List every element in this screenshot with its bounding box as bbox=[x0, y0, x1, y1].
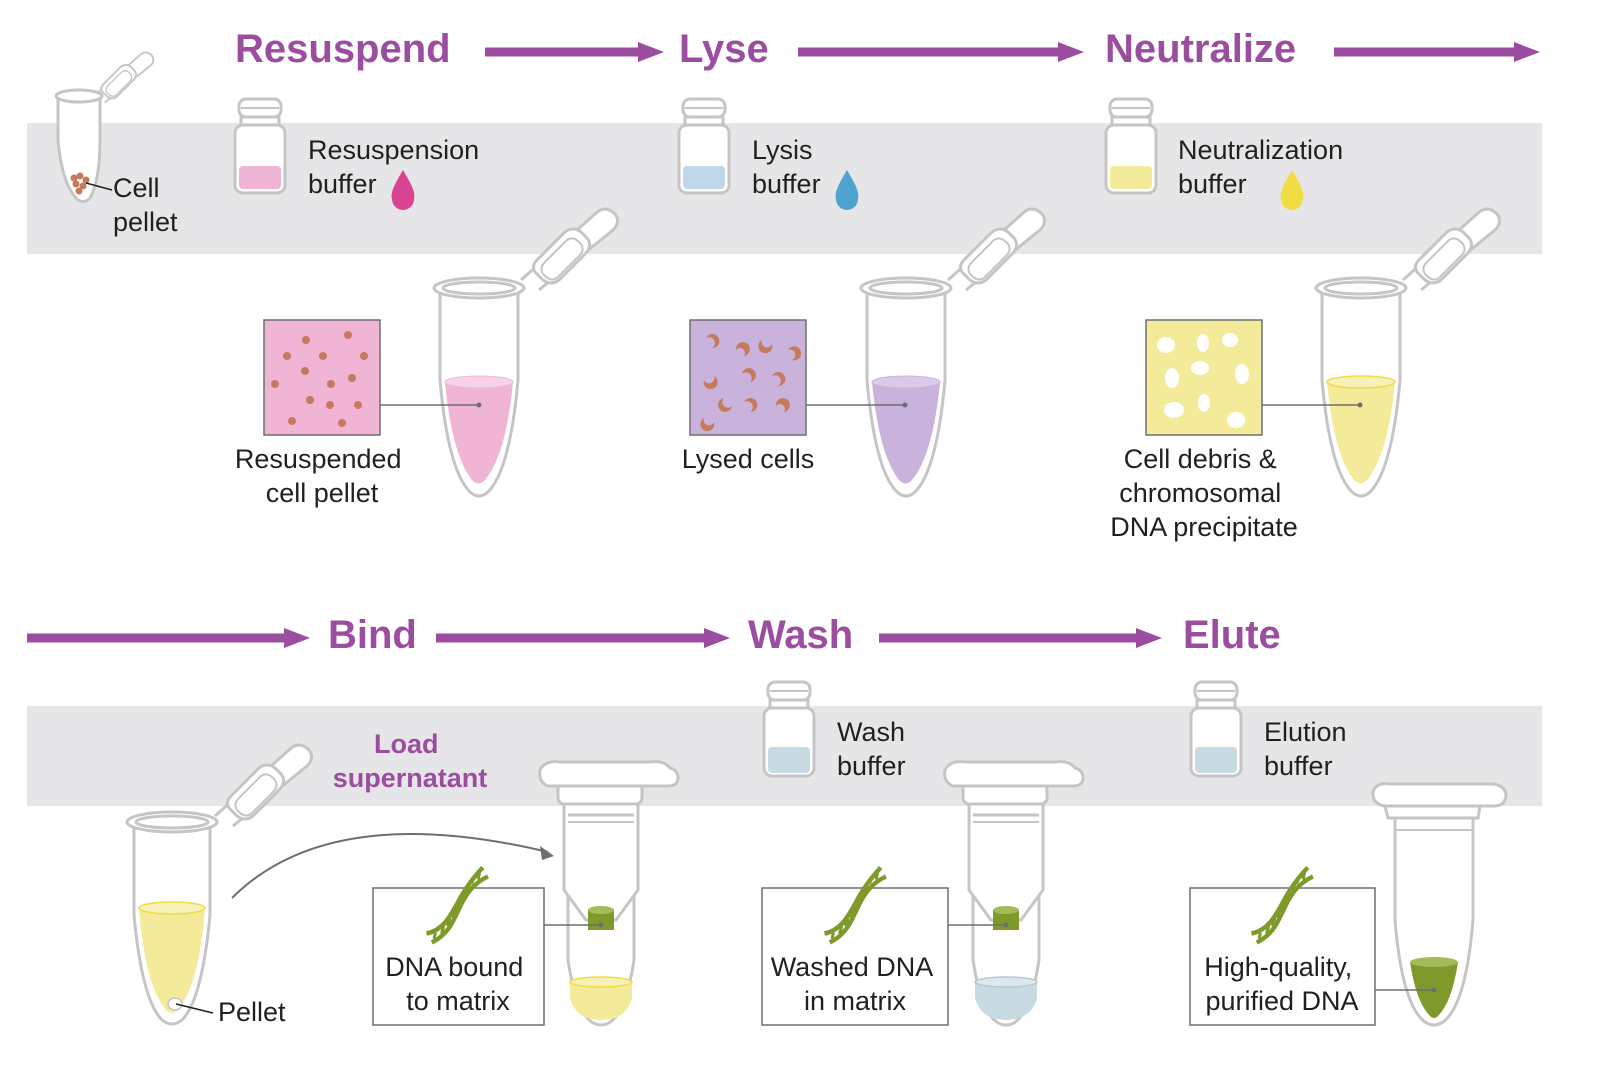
resuspension-buffer-label: Resuspension buffer bbox=[308, 135, 487, 199]
lysed-tube-icon bbox=[859, 207, 1047, 498]
step-lyse: Lyse bbox=[679, 27, 769, 71]
step-resuspend: Resuspend bbox=[235, 27, 451, 71]
arrow-icon bbox=[485, 42, 664, 62]
cell-pellet-label: Cell pellet bbox=[113, 173, 178, 237]
dna-bound-label: DNA bound to matrix bbox=[385, 952, 531, 1016]
spin-column-icon bbox=[538, 760, 680, 1027]
neutralization-bottle-icon bbox=[1104, 97, 1158, 195]
cell-debris-label: Cell debris & chromosomal DNA precipitat… bbox=[1110, 444, 1298, 542]
resuspension-bottle-icon bbox=[233, 97, 287, 195]
elution-buffer-label: Elution buffer bbox=[1264, 717, 1354, 781]
step-elute: Elute bbox=[1183, 613, 1281, 657]
elution-tube-icon bbox=[1371, 782, 1508, 1027]
lysed-cells-label: Lysed cells bbox=[682, 444, 815, 474]
neutralized-tube-icon bbox=[1314, 207, 1502, 498]
purified-dna-label: High-quality, purified DNA bbox=[1204, 952, 1360, 1016]
step-neutralize: Neutralize bbox=[1105, 27, 1296, 71]
transfer-arrow-icon bbox=[231, 833, 549, 899]
purified-dna-box bbox=[1189, 887, 1376, 1026]
arrow-icon bbox=[436, 628, 730, 648]
arrow-icon bbox=[879, 628, 1162, 648]
droplet-icon bbox=[1280, 170, 1304, 210]
wash-bottle-icon bbox=[762, 680, 816, 778]
elution-bottle-icon bbox=[1189, 680, 1243, 778]
wash-buffer-label: Wash buffer bbox=[837, 717, 913, 781]
arrow-icon bbox=[798, 42, 1084, 62]
pellet-label: Pellet bbox=[218, 997, 286, 1027]
droplet-icon bbox=[391, 170, 415, 210]
supernatant-tube-icon bbox=[125, 743, 314, 1026]
step-bind: Bind bbox=[328, 613, 417, 657]
lysis-buffer-label: Lysis buffer bbox=[752, 135, 821, 199]
resuspended-cell-pellet-label: Resuspended cell pellet bbox=[235, 444, 409, 508]
lysis-bottle-icon bbox=[677, 97, 731, 195]
load-supernatant-label: Load supernatant bbox=[333, 729, 488, 793]
step-wash: Wash bbox=[748, 613, 853, 657]
resuspended-tube-icon bbox=[432, 207, 620, 498]
cell-debris-swatch bbox=[1145, 319, 1263, 436]
cell-pellet-tube-icon bbox=[54, 51, 155, 204]
arrow-icon bbox=[1334, 42, 1540, 62]
neutralization-buffer-label: Neutralization buffer bbox=[1178, 135, 1351, 199]
arrow-icon bbox=[27, 628, 310, 648]
washed-dna-label: Washed DNA in matrix bbox=[771, 952, 940, 1016]
lysed-cells-swatch bbox=[689, 319, 807, 436]
resuspended-cells-swatch bbox=[263, 319, 381, 436]
droplet-icon bbox=[835, 170, 859, 210]
